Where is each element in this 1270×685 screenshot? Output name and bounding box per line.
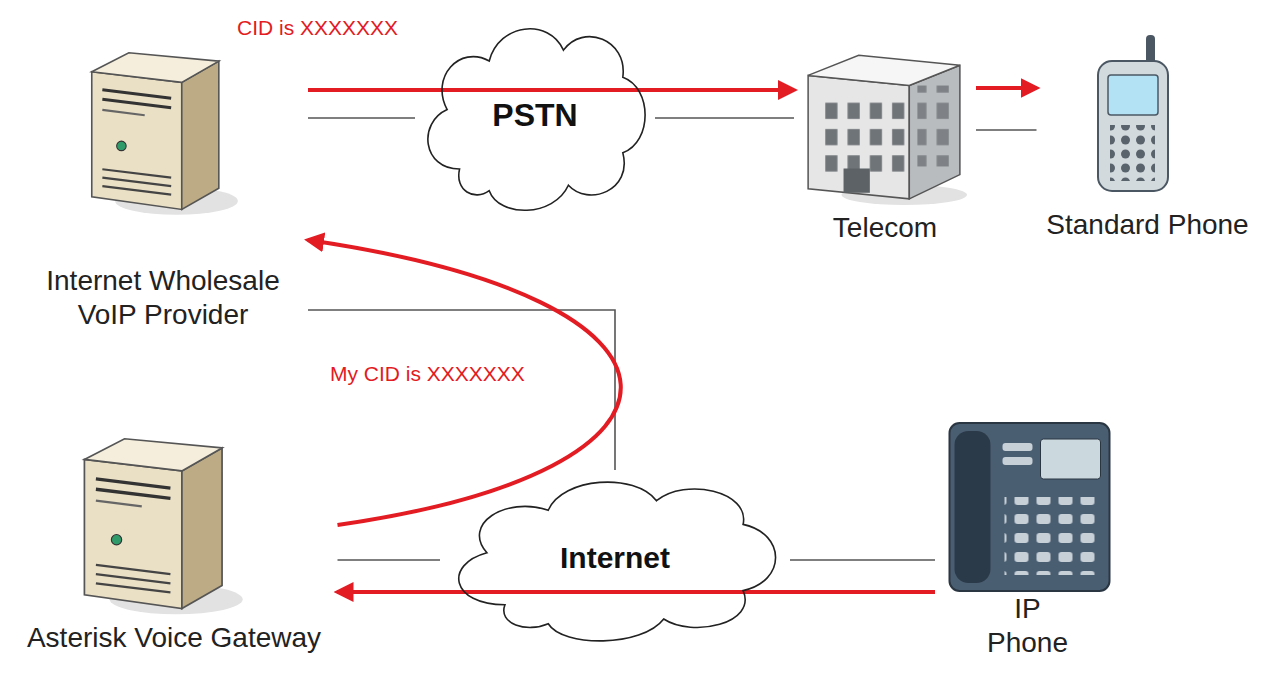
node-label: Asterisk Voice Gateway — [17, 621, 332, 655]
network-link — [655, 117, 794, 119]
node-label: IP Phone — [978, 592, 1078, 659]
cloud-label: PSTN — [492, 97, 577, 134]
cloud-outline — [428, 29, 645, 210]
network-link — [308, 310, 615, 470]
network-link — [308, 117, 415, 119]
phone-node: IP Phone — [935, 412, 1120, 663]
mobile-phone-icon — [1098, 35, 1168, 191]
signal-arrow — [308, 240, 621, 525]
server-node: Asterisk Voice Gateway — [11, 420, 338, 659]
node-label: Standard Phone — [1043, 208, 1253, 242]
server-node: Internet Wholesale VoIP Provider — [18, 40, 308, 335]
signal-arrow — [338, 590, 936, 594]
ip-phone-icon — [950, 423, 1110, 591]
edge-label: CID is XXXXXXX — [237, 16, 398, 40]
node-label: Internet Wholesale VoIP Provider — [31, 264, 296, 331]
server-icon — [92, 53, 238, 215]
cloud-node: PSTN — [415, 15, 655, 215]
cloud-outline — [459, 482, 776, 641]
server-icon — [84, 439, 242, 615]
building-icon — [808, 55, 967, 205]
network-link — [976, 129, 1037, 131]
phone-node: Standard Phone — [1037, 25, 1259, 246]
network-link — [338, 559, 441, 561]
cloud-label: Internet — [560, 541, 670, 575]
building-node: Telecom — [794, 45, 976, 249]
signal-arrow — [308, 88, 794, 92]
edge-label: My CID is XXXXXXX — [330, 362, 525, 386]
network-link — [790, 559, 935, 561]
signal-arrow — [976, 86, 1037, 90]
node-label: Telecom — [800, 211, 970, 245]
cloud-node: Internet — [440, 470, 790, 645]
